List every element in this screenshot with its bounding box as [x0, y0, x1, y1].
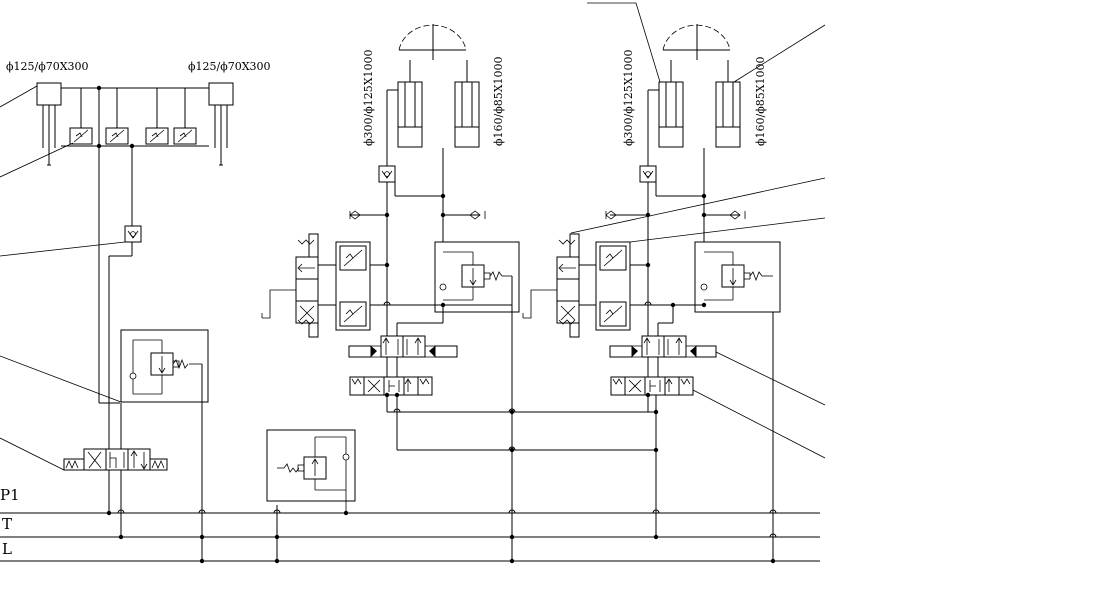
bus-taps [106, 270, 777, 564]
left-cylinder-a-label: ϕ125/ϕ70X300 [6, 60, 89, 73]
right-directional-valve-lower [610, 376, 694, 396]
left-cylinder-b-label: ϕ125/ϕ70X300 [188, 60, 271, 73]
left-throttle-check-valves [69, 88, 197, 145]
mid-cylinder-a [397, 81, 423, 128]
right-proportional-valve [522, 233, 580, 338]
mid-proportional-valve [261, 233, 319, 338]
right-cylinder-b [715, 81, 741, 128]
supply-bus-lines [0, 512, 820, 562]
mid-cylinder-a-label: ϕ300/ϕ125X1000 [362, 49, 375, 146]
right-cylinder-a-label: ϕ300/ϕ125X1000 [622, 49, 635, 146]
t-bus-label: T [2, 515, 12, 533]
left-check-valve [124, 225, 142, 243]
bottom-relief-valve [266, 429, 356, 513]
middle-circuit [261, 24, 656, 451]
right-directional-valve-upper [609, 335, 717, 358]
left-circuit [0, 82, 234, 505]
left-directional-valve [63, 448, 168, 471]
p1-bus-label: P1 [0, 486, 20, 504]
mid-cylinder-b [454, 81, 480, 128]
mid-directional-valve-upper [348, 335, 458, 358]
left-cylinder-a [36, 82, 62, 106]
right-cylinder-b-label: ϕ160/ϕ85X1000 [754, 56, 767, 146]
l-bus-label: L [2, 540, 12, 558]
mid-directional-valve-lower [349, 376, 433, 396]
right-circuit [522, 2, 826, 459]
right-cylinder-a [658, 81, 684, 128]
mid-check-valve [378, 165, 396, 183]
left-cylinder-b [208, 82, 234, 106]
right-check-valve [639, 165, 657, 183]
mid-cylinder-b-label: ϕ160/ϕ85X1000 [492, 56, 505, 146]
